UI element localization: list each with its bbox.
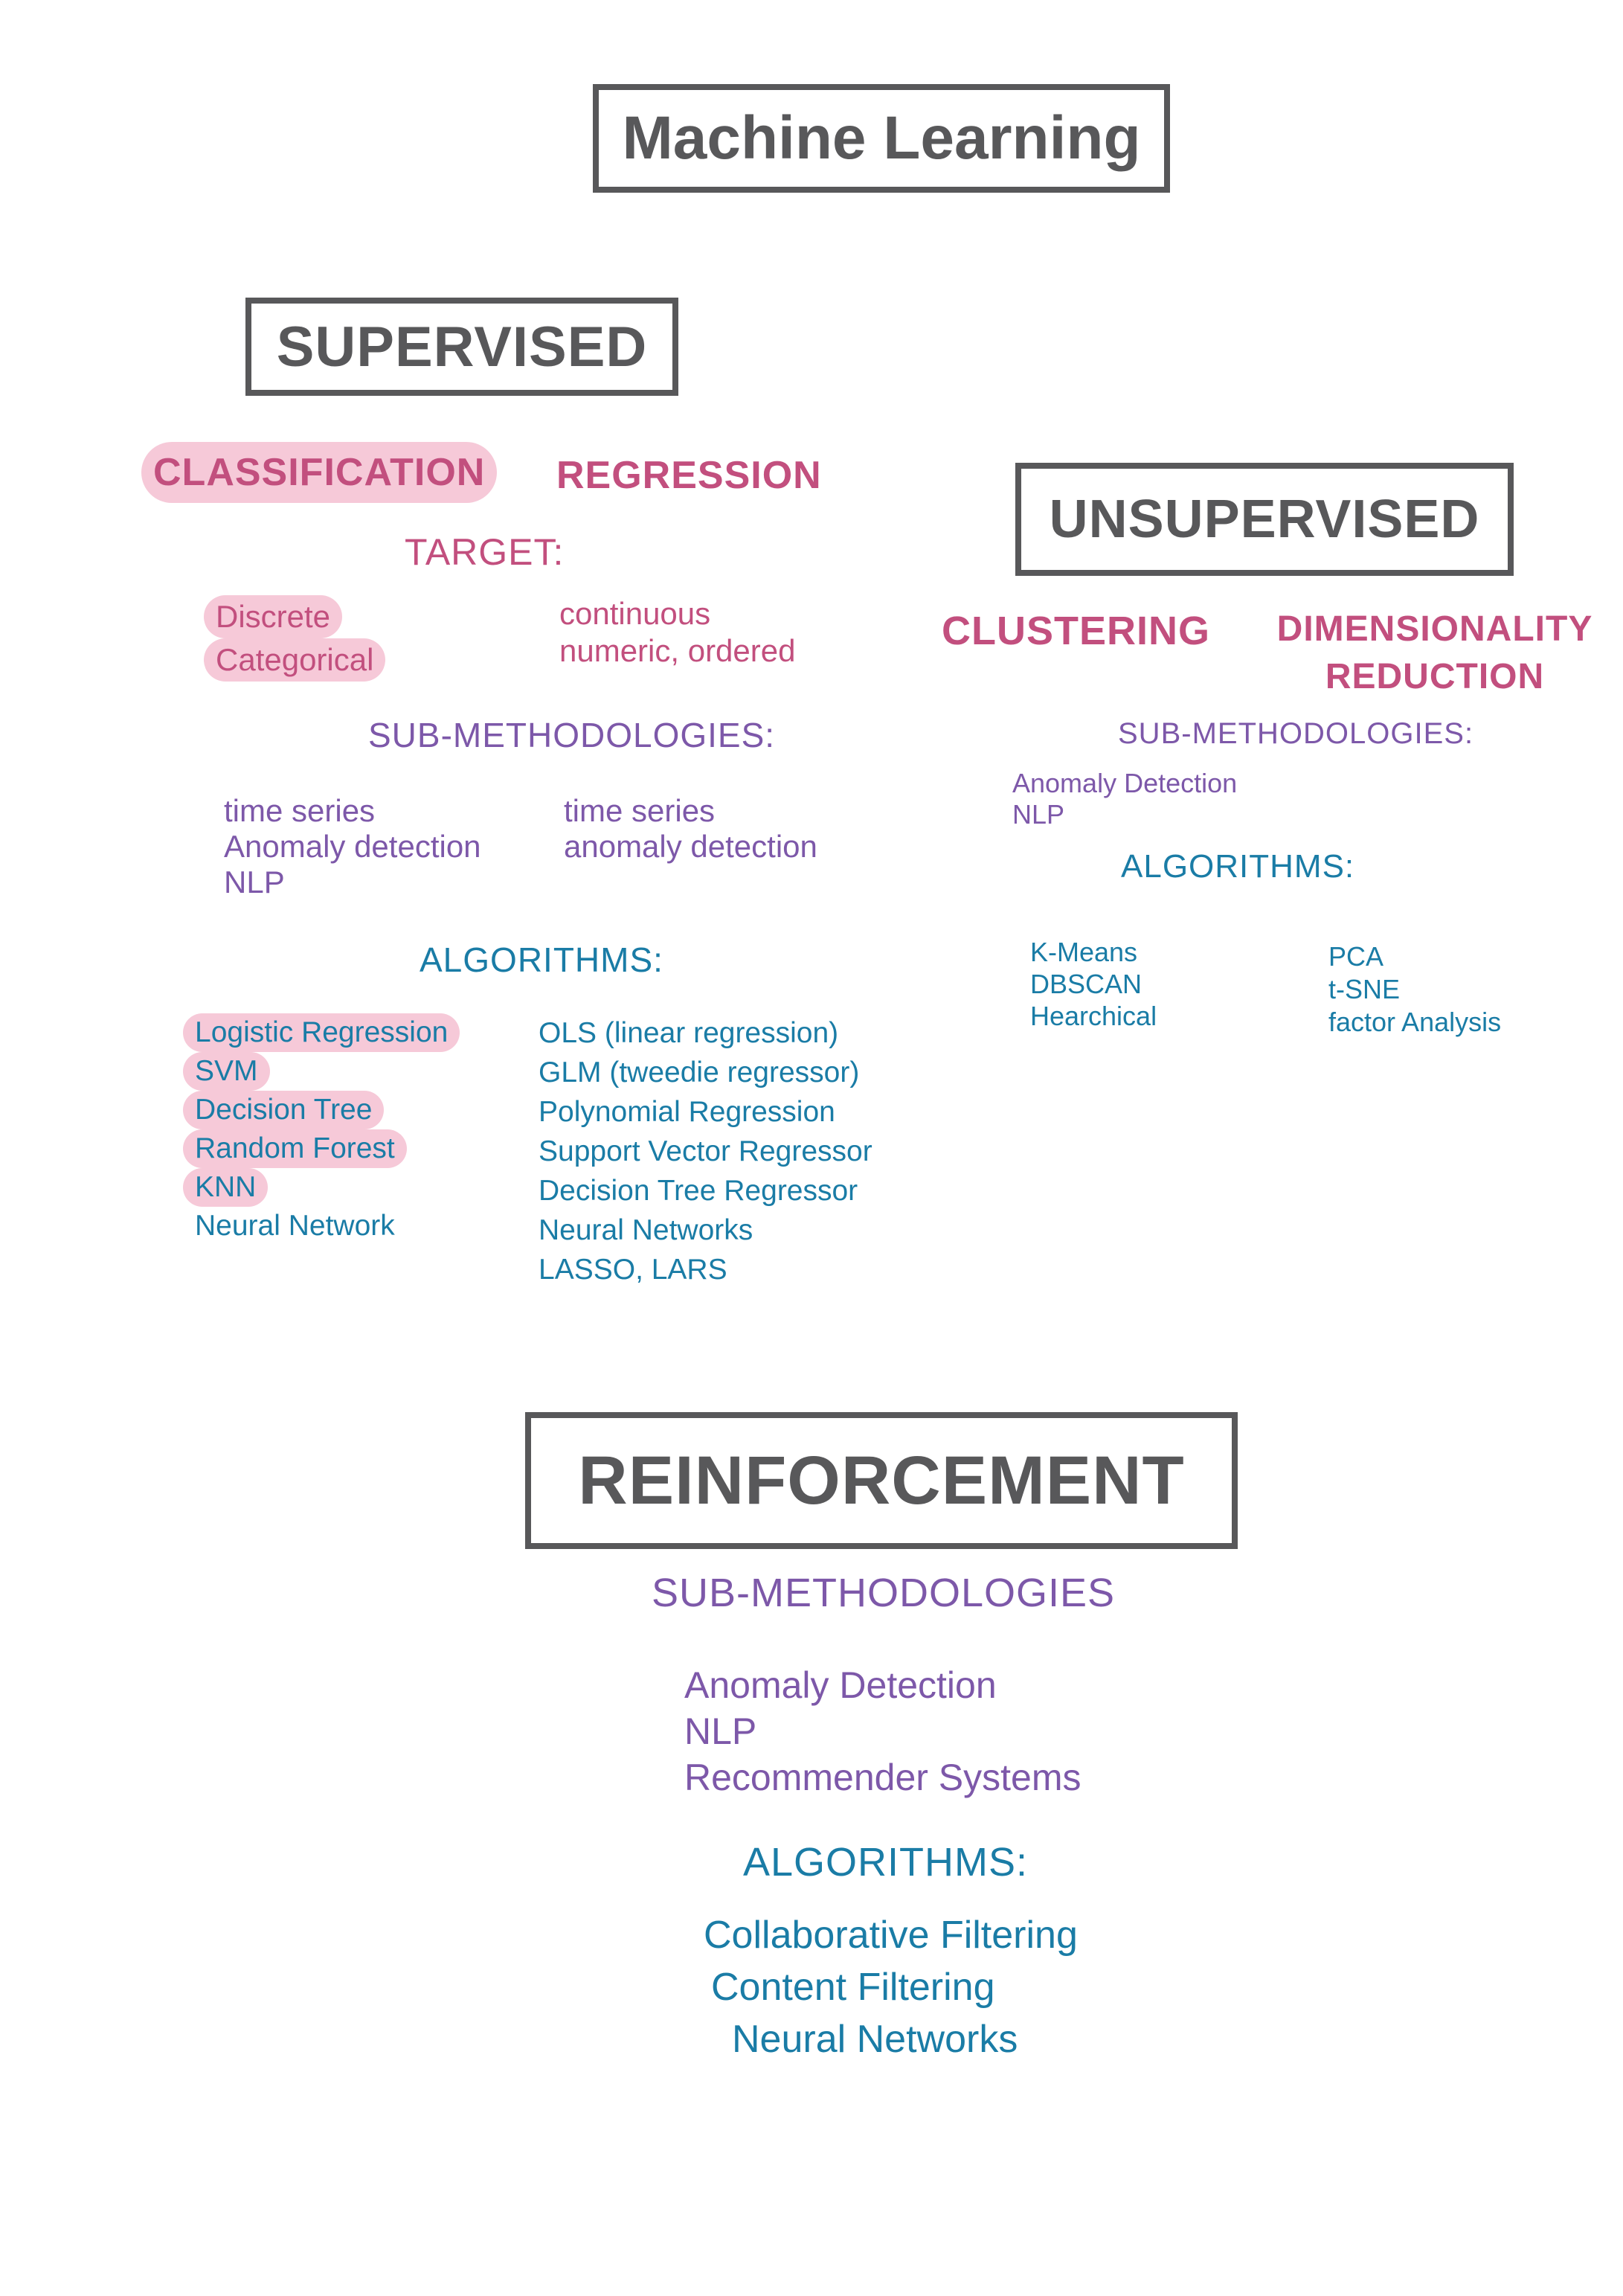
list-item: Logistic Regression <box>183 1013 460 1052</box>
dimensionality-reduction-algorithm-list: PCA t-SNE factor Analysis <box>1328 940 1513 1039</box>
list-item: Anomaly Detection <box>1012 768 1238 798</box>
target-continuous: continuous <box>559 596 711 631</box>
list-item: Support Vector Regressor <box>539 1135 872 1167</box>
target-discrete: Discrete <box>204 595 343 638</box>
list-item: Content Filtering <box>711 1966 995 2009</box>
title-box: Machine Learning <box>593 84 1170 193</box>
list-item: KNN <box>183 1168 269 1207</box>
list-item: anomaly detection <box>564 829 817 864</box>
reinforcement-algorithms-label: ALGORITHMS: <box>743 1840 1029 1885</box>
list-item: Recommender Systems <box>684 1757 1082 1798</box>
dimensionality-reduction-label: DIMENSIONALITY REDUCTION <box>1271 606 1598 701</box>
supervised-sub-methodologies-label: SUB-METHODOLOGIES: <box>368 716 776 754</box>
list-item: Polynomial Regression <box>539 1096 835 1128</box>
list-item: OLS (linear regression) <box>539 1017 839 1049</box>
list-item: NLP <box>224 865 285 900</box>
list-item: Decision Tree Regressor <box>539 1175 858 1207</box>
unsupervised-algorithms-label: ALGORITHMS: <box>1121 848 1355 885</box>
reinforcement-heading-box: REINFORCEMENT <box>525 1412 1238 1549</box>
clustering-algorithm-list: K-Means DBSCAN Hearchical <box>1030 936 1169 1032</box>
unsupervised-sub-methodology-list: Anomaly Detection NLP <box>1012 768 1249 830</box>
unsupervised-heading: UNSUPERVISED <box>1049 490 1480 549</box>
unsupervised-heading-box: UNSUPERVISED <box>1015 463 1514 576</box>
reinforcement-sub-methodology-list: Anomaly Detection NLP Recommender System… <box>684 1662 1093 1800</box>
list-item: Neural Network <box>195 1210 395 1242</box>
target-label: TARGET: <box>405 531 565 573</box>
list-item: Random Forest <box>183 1129 407 1168</box>
regression-algorithm-list: OLS (linear regression) GLM (tweedie reg… <box>539 1013 884 1289</box>
list-item: PCA <box>1328 941 1384 972</box>
list-item: Anomaly detection <box>224 829 481 864</box>
reinforcement-algorithm-list: Collaborative Filtering Content Filterin… <box>704 1909 1090 2065</box>
list-item: SVM <box>183 1052 270 1091</box>
list-item: Collaborative Filtering <box>704 1914 1078 1957</box>
classification-label: CLASSIFICATION <box>141 442 498 503</box>
supervised-heading-box: SUPERVISED <box>245 298 678 396</box>
list-item: GLM (tweedie regressor) <box>539 1056 860 1088</box>
classification-sub-methodology-list: time series Anomaly detection NLP <box>224 793 493 900</box>
classification-target-list: Discrete Categorical <box>204 595 386 682</box>
list-item: NLP <box>1012 799 1065 830</box>
list-item: time series <box>564 793 716 828</box>
list-item: Hearchical <box>1030 1001 1157 1031</box>
reduction-line: REDUCTION <box>1325 657 1545 696</box>
list-item: LASSO, LARS <box>539 1254 727 1286</box>
page-title: Machine Learning <box>622 104 1141 172</box>
list-item: NLP <box>684 1710 757 1752</box>
regression-sub-methodology-list: time series anomaly detection <box>564 793 829 865</box>
list-item: time series <box>224 793 376 828</box>
list-item: Neural Networks <box>732 2018 1018 2061</box>
list-item: DBSCAN <box>1030 969 1142 999</box>
supervised-heading: SUPERVISED <box>276 315 648 379</box>
list-item: Decision Tree <box>183 1091 385 1129</box>
supervised-algorithms-label: ALGORITHMS: <box>420 940 663 979</box>
reinforcement-heading: REINFORCEMENT <box>578 1442 1185 1519</box>
target-numeric-ordered: numeric, ordered <box>559 633 796 668</box>
list-item: Neural Networks <box>539 1214 753 1246</box>
dimensionality-line: DIMENSIONALITY <box>1276 609 1593 649</box>
target-categorical: Categorical <box>204 638 386 682</box>
unsupervised-sub-methodologies-label: SUB-METHODOLOGIES: <box>1118 717 1474 750</box>
list-item: K-Means <box>1030 937 1138 967</box>
reinforcement-sub-methodologies-label: SUB-METHODOLOGIES <box>652 1571 1116 1615</box>
regression-target-list: continuous numeric, ordered <box>559 595 807 670</box>
list-item: factor Analysis <box>1328 1007 1502 1037</box>
list-item: t-SNE <box>1328 974 1401 1004</box>
clustering-label: CLUSTERING <box>942 609 1210 653</box>
classification-algorithm-list: Logistic Regression SVM Decision Tree Ra… <box>183 1013 460 1245</box>
list-item: Anomaly Detection <box>684 1664 997 1706</box>
regression-label: REGRESSION <box>556 454 822 497</box>
